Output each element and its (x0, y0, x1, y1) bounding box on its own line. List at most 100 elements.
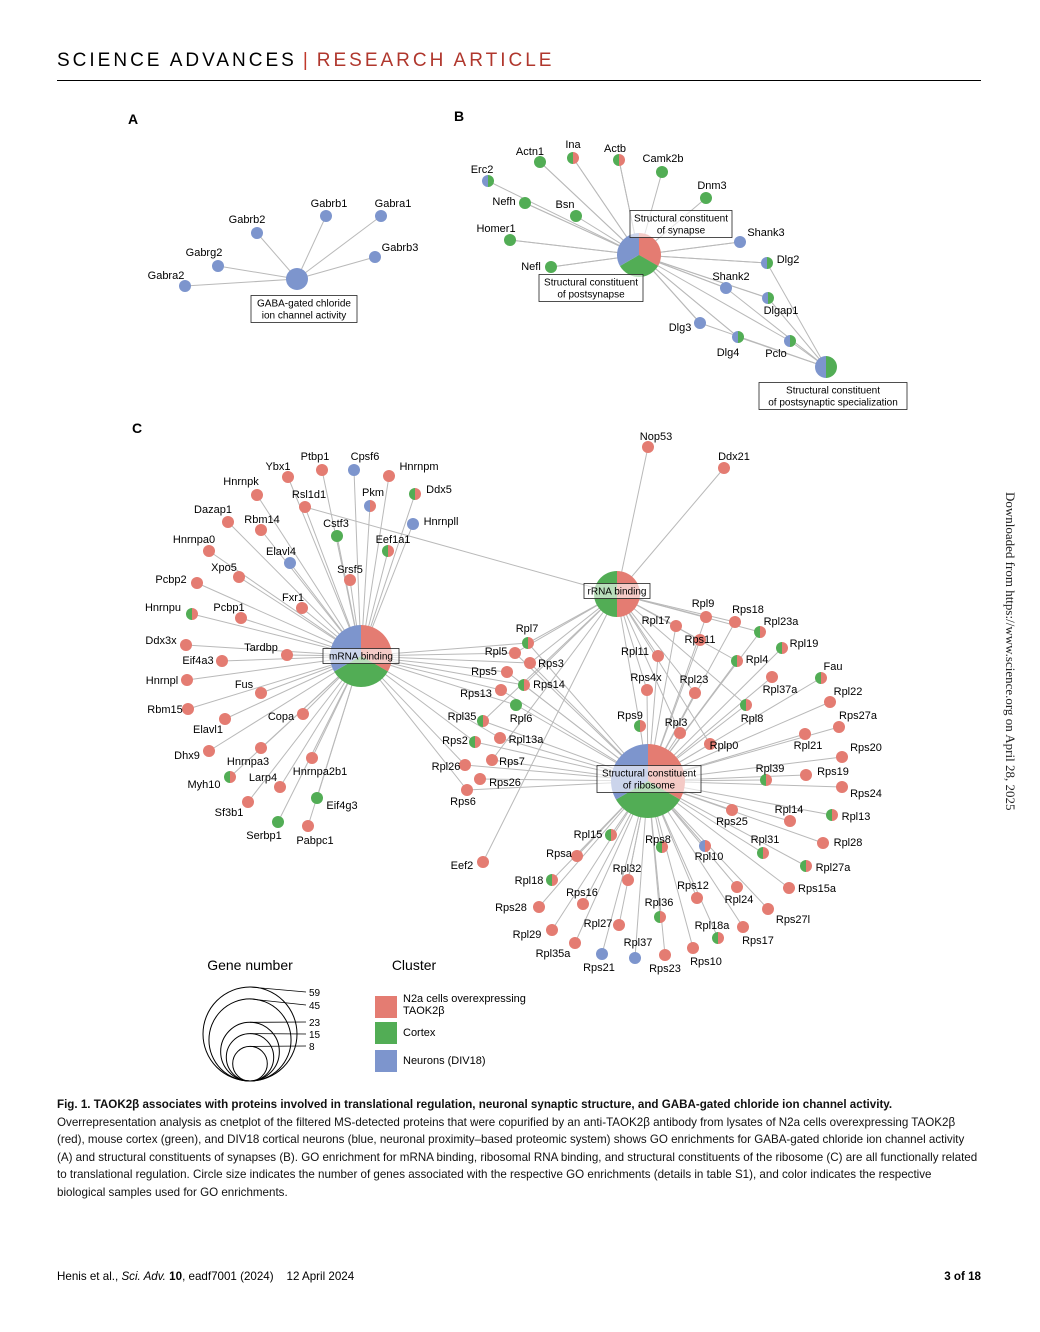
gene-label-rpl29: Rpl29 (513, 929, 542, 941)
gene-node-dnm3-slice (700, 192, 712, 204)
footer-journal: Sci. Adv. (121, 1270, 166, 1283)
legend-size-label-15: 15 (309, 1030, 321, 1041)
gene-node-elavl1 (219, 713, 231, 725)
gene-node-pabpc1-slice (302, 820, 314, 832)
gene-label-rpl6: Rpl6 (510, 713, 533, 725)
legend-size-label-23: 23 (309, 1018, 321, 1029)
header-separator: | (302, 50, 311, 71)
gene-node-rps4x-slice (641, 684, 653, 696)
gene-node-rpl9-slice (700, 611, 712, 623)
gene-label-dnm3: Dnm3 (697, 180, 726, 192)
gene-label-hnrnpu: Hnrnpu (145, 602, 181, 614)
hub-label-rrna: rRNA binding (583, 583, 651, 599)
hub-node-ribo-slice-cortex (615, 781, 681, 818)
legend-swatch-n2a (375, 996, 397, 1018)
gene-node-rpl14-slice (784, 815, 796, 827)
gene-node-actn1-slice (534, 156, 546, 168)
gene-node-rps27a (833, 721, 845, 733)
gene-node-rps11-slice (694, 634, 706, 646)
gene-node-actb-slice-cortex (613, 154, 619, 166)
gene-node-rpl4-slice-n2a (737, 655, 743, 667)
legend-size-circle-45 (208, 998, 292, 1082)
gene-node-rbm14-slice (255, 524, 267, 536)
gene-label-cstf3: Cstf3 (323, 518, 349, 530)
gene-label-rpl37: Rpl37 (624, 937, 653, 949)
gene-label-ybx1: Ybx1 (265, 461, 290, 473)
gene-label-ina: Ina (565, 139, 581, 151)
hub-label-line-gaba-0: GABA-gated chloride (257, 299, 351, 310)
gene-node-eif4g3-slice (311, 792, 323, 804)
gene-node-ybx1-slice (282, 471, 294, 483)
gene-node-rps23 (659, 949, 671, 961)
gene-node-rps7 (486, 754, 498, 766)
gene-node-copa-slice (297, 708, 309, 720)
gene-node-rpl35a-slice (569, 937, 581, 949)
gene-label-dlg2: Dlg2 (777, 254, 800, 266)
gene-node-gabrb2-slice (251, 227, 263, 239)
gene-label-gabra2: Gabra2 (148, 270, 185, 282)
gene-node-rpl7-slice-n2a (528, 637, 534, 649)
gene-node-rps14-slice-n2a (524, 679, 530, 691)
gene-node-hnrnpl (181, 674, 193, 686)
gene-label-rpl4: Rpl4 (746, 654, 769, 666)
legend-swatch-neurons (375, 1050, 397, 1072)
gene-label-rpl31: Rpl31 (751, 834, 780, 846)
gene-node-rpl11-slice (652, 650, 664, 662)
gene-node-rpl32 (622, 874, 634, 886)
gene-label-rps18: Rps18 (732, 604, 764, 616)
legend-cluster-label-cortex-0: Cortex (403, 1027, 436, 1039)
gene-node-dlg2-slice-cortex (767, 257, 773, 269)
edge-rpl8-rrna (616, 593, 747, 706)
gene-node-rpl23a-slice-n2a (760, 626, 766, 638)
gene-label-hnrnpl: Hnrnpl (146, 675, 178, 687)
gene-node-rpl35-slice-n2a (483, 715, 489, 727)
gene-node-ina (567, 152, 579, 164)
gene-node-actb-slice-n2a (619, 154, 625, 166)
hub-node-gaba-slice (286, 268, 308, 290)
gene-label-rps8: Rps8 (645, 834, 671, 846)
gene-label-elavl1: Elavl1 (193, 724, 223, 736)
gene-node-rpl19 (776, 642, 788, 654)
edge-dlg2-spec (766, 262, 827, 368)
edge-pclo-syn (638, 254, 791, 342)
gene-node-rpl31-slice-n2a (763, 847, 769, 859)
gene-node-pclo-slice-neurons (784, 335, 790, 347)
footer-authors: Henis et al., (57, 1270, 119, 1283)
gene-label-rps12: Rps12 (677, 880, 709, 892)
edge-cpsf6-mrna (353, 469, 362, 657)
gene-node-myh10-slice-n2a (230, 771, 236, 783)
gene-node-rpl5-slice (509, 647, 521, 659)
hub-label-line-rrna-0: rRNA binding (588, 587, 647, 598)
gene-node-rpl21 (799, 728, 811, 740)
gene-label-rpl15: Rpl15 (574, 829, 603, 841)
gene-node-hnrnpu-slice-cortex (186, 608, 192, 620)
gene-node-pclo-slice-cortex (790, 335, 796, 347)
gene-node-rps23-slice (659, 949, 671, 961)
gene-node-dlgap1 (762, 292, 774, 304)
gene-node-shank2 (720, 282, 732, 294)
gene-node-rps12-slice (691, 892, 703, 904)
gene-node-rps27l-slice (762, 903, 774, 915)
gene-node-rpl29-slice (546, 924, 558, 936)
gene-node-hnrnpk-slice (251, 489, 263, 501)
gene-label-rpl36: Rpl36 (645, 897, 674, 909)
edge-eef2-rrna (482, 593, 618, 863)
gene-label-camk2b: Camk2b (643, 153, 684, 165)
gene-label-rpl10: Rpl10 (695, 851, 724, 863)
gene-node-rpl26 (459, 759, 471, 771)
gene-node-rps25 (726, 804, 738, 816)
gene-node-nefl-slice (545, 261, 557, 273)
gene-label-pclo: Pclo (765, 348, 786, 360)
gene-node-cstf3-slice (331, 530, 343, 542)
gene-node-rpl21-slice (799, 728, 811, 740)
gene-label-sf3b1: Sf3b1 (215, 807, 244, 819)
gene-node-dlg4-slice-neurons (732, 331, 738, 343)
gene-node-dlg2-slice-neurons (761, 257, 767, 269)
gene-label-rpl13a: Rpl13a (509, 734, 545, 746)
hub-node-syn-slice-cortex (619, 255, 659, 277)
gene-node-rpl23 (689, 687, 701, 699)
gene-label-rps2: Rps2 (442, 735, 468, 747)
gene-node-rplp0 (704, 738, 716, 750)
gene-node-shank3-slice (734, 236, 746, 248)
